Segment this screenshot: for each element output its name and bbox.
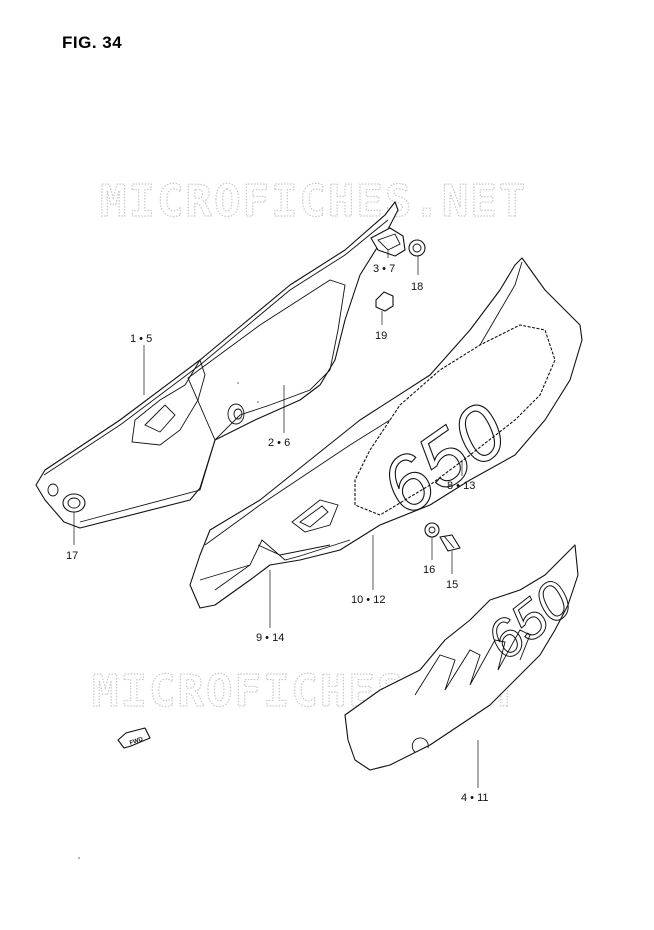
washer-16 bbox=[424, 522, 440, 538]
callout-8-13: 8 • 13 bbox=[447, 480, 475, 492]
callout-3-7: 3 • 7 bbox=[373, 263, 395, 275]
nut-19 bbox=[375, 291, 394, 312]
callout-9-14: 9 • 14 bbox=[256, 632, 284, 644]
callout-2-6: 2 • 6 bbox=[268, 437, 290, 449]
fwd-label: FWD bbox=[129, 736, 144, 746]
left-frame-cover bbox=[35, 201, 399, 529]
decal-4-11: 650 bbox=[344, 544, 584, 771]
callout-10-12: 10 • 12 bbox=[351, 594, 385, 606]
watermark-top: MICROFICHES.NET bbox=[100, 176, 527, 227]
callout-1-5: 1 • 5 bbox=[130, 333, 152, 345]
callout-18: 18 bbox=[411, 281, 423, 293]
registration-dots bbox=[78, 382, 259, 859]
figure-title: FIG. 34 bbox=[62, 33, 123, 52]
callout-4-11: 4 • 11 bbox=[461, 792, 489, 804]
callout-17: 17 bbox=[66, 550, 78, 562]
callouts: 1 • 5 2 • 6 3 • 7 18 19 17 8 • 13 16 15 … bbox=[66, 263, 489, 804]
bracket-3-7 bbox=[370, 227, 406, 257]
callout-15: 15 bbox=[446, 579, 458, 591]
grommet-17 bbox=[47, 483, 86, 513]
callout-19: 19 bbox=[375, 330, 387, 342]
fwd-arrow: FWD bbox=[117, 727, 151, 749]
grommet-18 bbox=[408, 239, 426, 257]
callout-16: 16 bbox=[423, 564, 435, 576]
screw-15 bbox=[439, 534, 461, 552]
leader-lines bbox=[73, 250, 479, 788]
